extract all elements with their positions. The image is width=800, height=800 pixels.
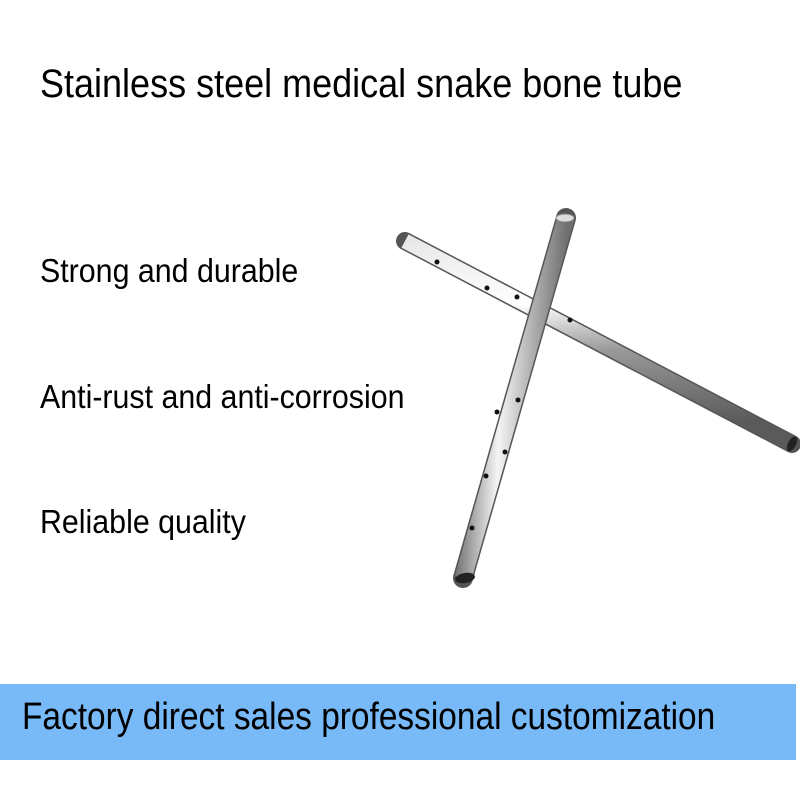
feature-anti-rust: Anti-rust and anti-corrosion: [40, 378, 405, 415]
horizontal-tube: [396, 232, 800, 453]
diagonal-tube: [453, 208, 576, 588]
product-title: Stainless steel medical snake bone tube: [40, 62, 683, 106]
promo-banner-text: Factory direct sales professional custom…: [22, 696, 716, 738]
feature-durable: Strong and durable: [40, 252, 299, 289]
feature-quality: Reliable quality: [40, 503, 246, 540]
promo-banner: Factory direct sales professional custom…: [0, 684, 796, 760]
